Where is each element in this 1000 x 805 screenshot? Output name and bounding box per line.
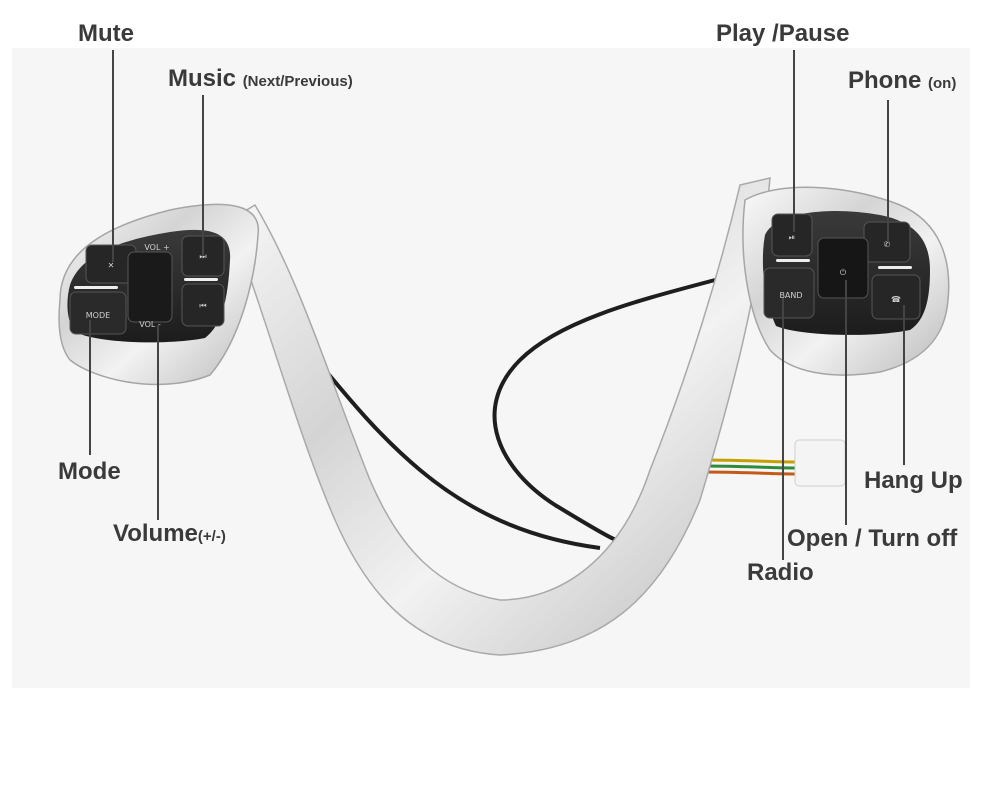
svg-text:VOL -: VOL - [139,320,161,329]
svg-text:⏯: ⏯ [789,233,795,242]
mode-button[interactable] [69,291,127,335]
label-play-pause: Play /Pause [716,20,850,47]
band-button[interactable] [763,267,815,319]
svg-text:VOL +: VOL + [144,243,169,252]
music-previous-button[interactable] [181,283,225,327]
label-radio: Radio [747,559,814,586]
svg-text:⏭: ⏭ [199,252,206,261]
label-music: Music (Next/Previous) [168,65,353,92]
svg-text:BAND: BAND [779,291,802,300]
power-button[interactable] [817,237,869,299]
hang-up-button[interactable] [871,274,921,320]
label-mute: Mute [78,20,134,47]
play-pause-button[interactable] [771,213,813,257]
svg-text:✆: ✆ [884,240,891,249]
svg-text:⏮: ⏮ [199,301,206,310]
label-open-turn-off: Open / Turn off [787,525,958,552]
svg-text:☎: ☎ [891,295,901,304]
leader-lines [89,50,905,560]
svg-text:MODE: MODE [86,311,110,320]
wire-connector [794,439,846,487]
cable-right [492,278,716,550]
label-hang-up: Hang Up [864,467,963,494]
volume-rocker[interactable] [127,251,173,323]
svg-text:⏻: ⏻ [840,268,847,277]
svg-text:✕: ✕ [108,261,115,270]
label-phone: Phone (on) [848,67,957,94]
label-mode: Mode [58,458,121,485]
label-volume: Volume(+/-) [113,520,226,547]
